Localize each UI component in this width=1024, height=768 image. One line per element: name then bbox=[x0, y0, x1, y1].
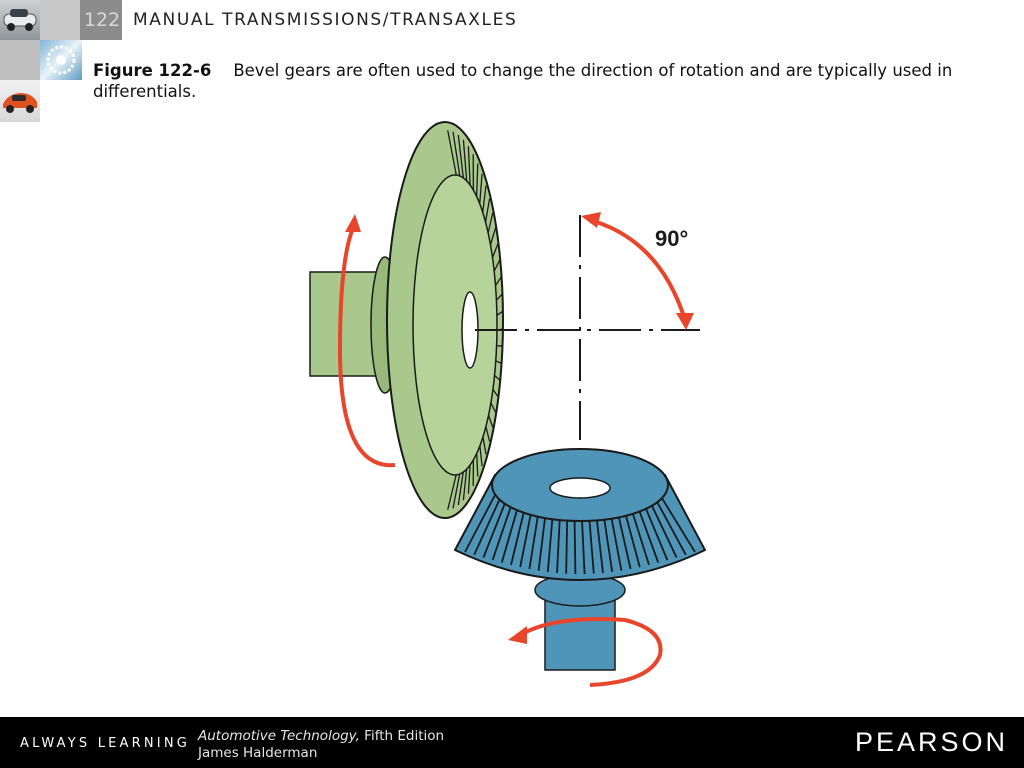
publisher-logo: PEARSON bbox=[854, 727, 1008, 757]
gear-thumbnail bbox=[40, 40, 82, 80]
figure-label: Figure 122-6 bbox=[93, 61, 212, 80]
angle-arc-arrow bbox=[589, 218, 687, 321]
ring-gear-shaft bbox=[309, 271, 381, 377]
header-tile bbox=[40, 0, 80, 40]
book-title: Automotive Technology, bbox=[198, 728, 360, 744]
chapter-number-tile bbox=[80, 0, 122, 40]
pinion-gear-tooth bbox=[659, 494, 696, 553]
pinion-gear-tooth bbox=[652, 494, 687, 556]
pinion-rotation-arrow bbox=[519, 617, 663, 687]
book-edition: Fifth Edition bbox=[359, 728, 445, 744]
ring-rotation-arrow bbox=[337, 227, 396, 468]
angle-label: 90° bbox=[655, 226, 688, 251]
bevel-gear-diagram: 90° bbox=[309, 121, 707, 687]
book-author: James Halderman bbox=[198, 745, 318, 761]
header-tile bbox=[0, 40, 40, 80]
car-thumbnail bbox=[0, 0, 40, 40]
ring-gear-tooth bbox=[467, 146, 471, 190]
chapter-number: 122 bbox=[83, 9, 121, 31]
footer-tagline: ALWAYS LEARNING bbox=[20, 736, 191, 751]
pinion-gear-tooth bbox=[473, 494, 503, 556]
pinion-gear-tooth bbox=[482, 494, 510, 558]
book-info: Automotive Technology, Fifth Edition Jam… bbox=[198, 728, 444, 762]
red-car-thumbnail bbox=[0, 80, 40, 122]
caption-text: Bevel gears are often used to change the… bbox=[93, 61, 953, 101]
pinion-gear-bore bbox=[549, 477, 611, 499]
ring-gear-face bbox=[412, 174, 498, 476]
ring-gear-tooth bbox=[462, 139, 468, 185]
ring-gear-tooth bbox=[452, 471, 461, 509]
ring-gear-tooth bbox=[447, 130, 458, 178]
ring-gear-tooth bbox=[457, 469, 465, 506]
pinion-gear-tooth bbox=[464, 494, 496, 553]
footer-bar: ALWAYS LEARNING Automotive Technology, F… bbox=[0, 717, 1024, 768]
chapter-title: MANUAL TRANSMISSIONS/TRANSAXLES bbox=[133, 10, 518, 30]
bevel-gear-illustration: 90° bbox=[305, 120, 725, 695]
ring-gear-tooth bbox=[447, 472, 458, 510]
ring-gear-tooth bbox=[457, 134, 465, 181]
ring-gear-tooth bbox=[452, 131, 461, 179]
ring-gear-tooth bbox=[462, 465, 468, 501]
